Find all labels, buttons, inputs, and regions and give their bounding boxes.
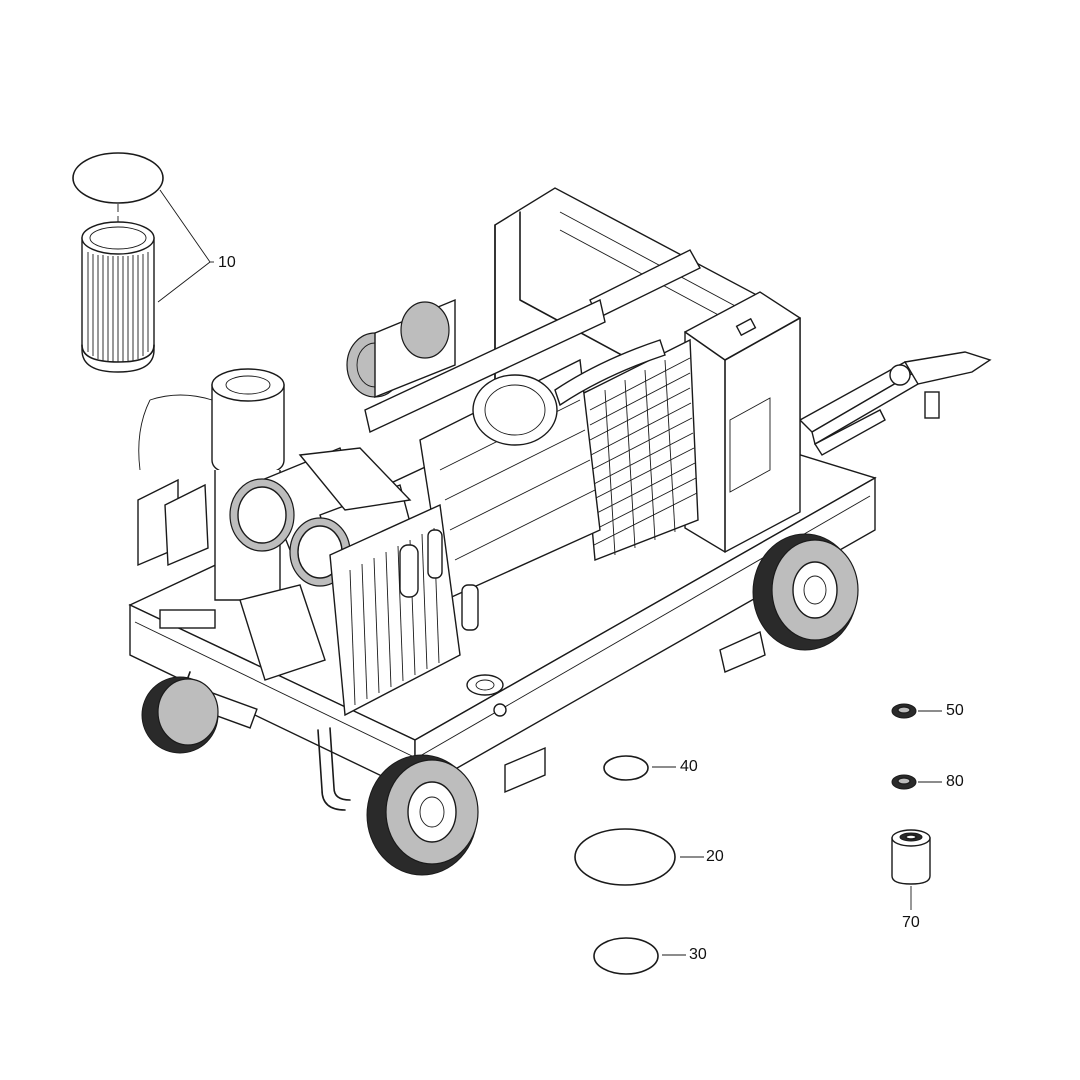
- front-air-cleaners: [229, 447, 421, 591]
- o-ring-part-30[interactable]: [593, 937, 686, 975]
- electrical-box: [137, 394, 213, 567]
- engine-block: [419, 249, 701, 602]
- air-filter-part-10[interactable]: [72, 152, 214, 373]
- o-ring-part-40[interactable]: [603, 755, 676, 781]
- filter-pleats: [87, 252, 149, 362]
- filter-seal-ring: [72, 152, 164, 204]
- callout-label-80: 80: [946, 773, 964, 790]
- callout-label-10: 10: [218, 254, 236, 271]
- o-ring-part-20[interactable]: [574, 828, 704, 886]
- callout-label-70: 70: [902, 914, 920, 931]
- oil-filter-part-70[interactable]: [891, 829, 931, 910]
- upper-air-cleaners: [346, 298, 606, 434]
- compressor-trailer: [128, 187, 992, 876]
- seal-ring-part-50[interactable]: [891, 703, 942, 719]
- oil-cooler: [329, 503, 479, 717]
- callout-label-20: 20: [706, 848, 724, 865]
- front-left-wheel: [366, 754, 479, 876]
- seal-ring-part-80[interactable]: [891, 774, 942, 790]
- callout-label-30: 30: [689, 946, 707, 963]
- control-cabinet: [684, 291, 801, 553]
- callout-label-40: 40: [680, 758, 698, 775]
- callout-label-50: 50: [946, 702, 964, 719]
- drawbar: [798, 351, 992, 456]
- right-wheel: [752, 533, 859, 651]
- rear-left-wheel: [141, 676, 219, 754]
- front-piping: [159, 584, 351, 811]
